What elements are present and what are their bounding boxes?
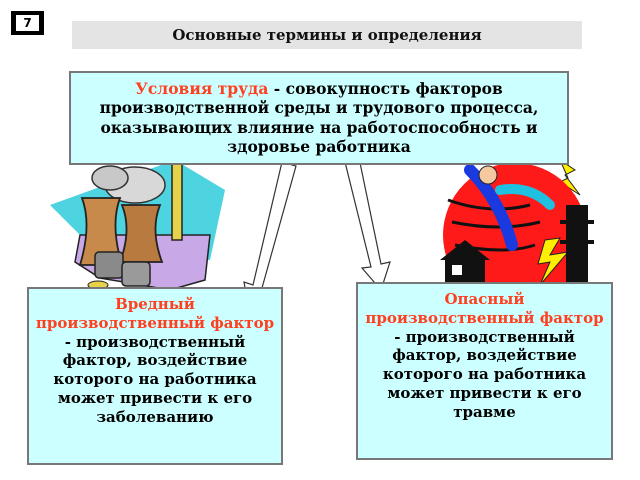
page-title: Основные термины и определения — [72, 21, 582, 49]
slide-number: 7 — [16, 15, 39, 31]
definition-term: Условия труда — [135, 79, 269, 98]
definition-text: - совокупность факторов производственной… — [99, 79, 539, 157]
factory-clipart-icon — [50, 159, 225, 291]
dangerous-factor-definition: Опасный производственный фактор - произв… — [356, 282, 613, 460]
harmful-text: - производственный фактор, воздействие к… — [53, 332, 257, 426]
arrow-to-dangerous-icon — [344, 157, 391, 292]
dangerous-text: - производственный фактор, воздействие к… — [382, 327, 587, 421]
dangerous-term: Опасный производственный фактор — [365, 290, 604, 327]
harmful-term: Вредный производственный фактор — [35, 295, 275, 332]
electric-shock-clipart-icon — [440, 149, 594, 307]
working-conditions-definition: Условия труда - совокупность факторов пр… — [69, 71, 569, 165]
harmful-factor-definition: Вредный производственный фактор - произв… — [27, 287, 283, 465]
slide-number-badge: 7 — [11, 11, 44, 35]
